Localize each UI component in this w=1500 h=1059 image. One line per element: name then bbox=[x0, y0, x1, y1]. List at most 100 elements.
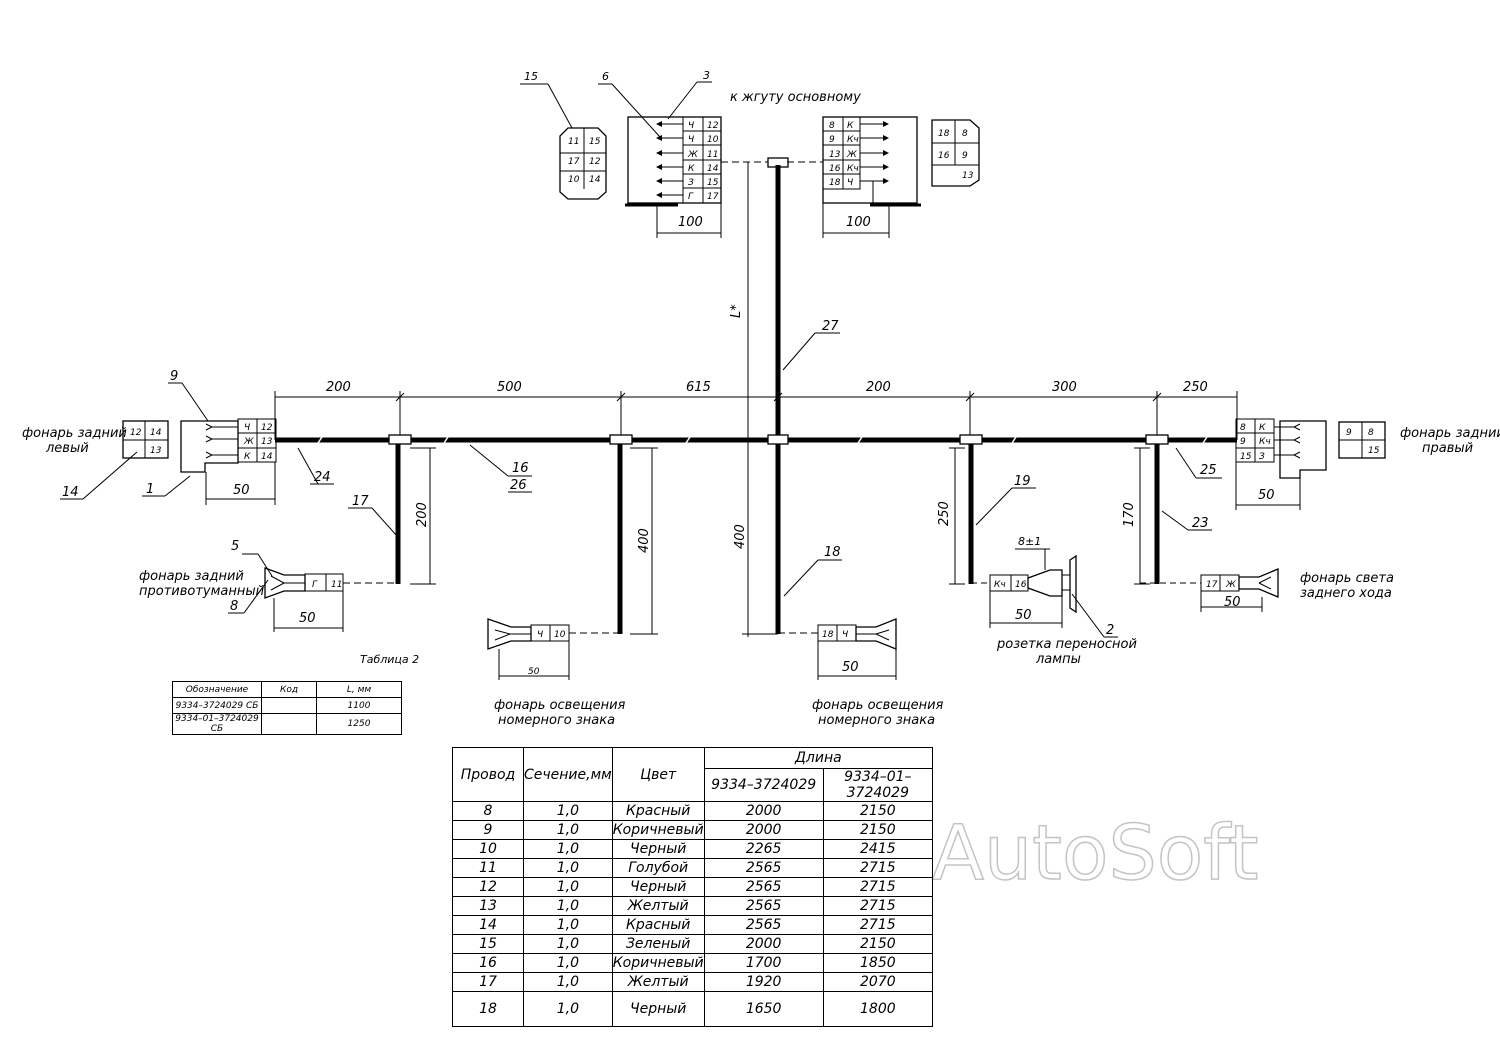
callout-3: 3 bbox=[703, 69, 710, 82]
svg-text:9: 9 bbox=[829, 135, 835, 145]
table-cell: 1,0 bbox=[523, 801, 613, 821]
svg-text:18: 18 bbox=[829, 178, 841, 188]
label-L: L* bbox=[729, 304, 744, 318]
dim-left-lamp: 50 bbox=[233, 483, 250, 498]
branch-dims: 200 400 400 250 170 bbox=[415, 501, 1137, 553]
svg-text:К: К bbox=[847, 121, 854, 131]
svg-text:8: 8 bbox=[1368, 428, 1374, 438]
svg-text:10: 10 bbox=[554, 630, 566, 640]
callout-6: 6 bbox=[602, 70, 609, 83]
svg-text:8: 8 bbox=[962, 129, 968, 139]
svg-text:500: 500 bbox=[497, 380, 522, 395]
svg-text:200: 200 bbox=[415, 502, 430, 527]
svg-text:14: 14 bbox=[707, 164, 719, 174]
svg-text:17: 17 bbox=[568, 157, 580, 167]
svg-text:Ч: Ч bbox=[842, 630, 848, 640]
left-lamp-label-1: фонарь задний bbox=[22, 426, 127, 441]
svg-text:14: 14 bbox=[589, 175, 601, 185]
table-cell: 1,0 bbox=[523, 934, 613, 954]
table-cell: 1800 bbox=[822, 991, 934, 1027]
svg-text:Г: Г bbox=[688, 192, 694, 202]
dim-plate-right: 50 bbox=[842, 660, 859, 675]
table-cell: Желтый bbox=[611, 896, 705, 916]
svg-text:13: 13 bbox=[261, 437, 273, 447]
table-cell: Коричневый bbox=[611, 953, 705, 973]
table-cell: Коричневый bbox=[611, 820, 705, 840]
header-color: Цвет bbox=[611, 747, 705, 802]
table-cell: 9334–01–3724029 СБ bbox=[172, 713, 262, 735]
svg-text:18: 18 bbox=[824, 545, 841, 560]
watermark: AutoSoft bbox=[932, 808, 1258, 897]
svg-text:170: 170 bbox=[1122, 502, 1137, 527]
table-cell: 1,0 bbox=[523, 896, 613, 916]
svg-text:10: 10 bbox=[568, 175, 580, 185]
svg-text:Ж: Ж bbox=[1225, 580, 1236, 590]
right-lamp-label-2: правый bbox=[1422, 441, 1473, 456]
callout-15: 15 bbox=[524, 70, 538, 83]
svg-text:615: 615 bbox=[686, 380, 711, 395]
socket-label-1: розетка переносной bbox=[996, 637, 1137, 652]
table-cell: 1,0 bbox=[523, 953, 613, 973]
table-row: 9334–01–3724029 СБ 1250 bbox=[172, 713, 402, 735]
svg-text:14: 14 bbox=[150, 428, 162, 438]
table-cell: 2150 bbox=[822, 820, 934, 840]
svg-text:15: 15 bbox=[707, 178, 719, 188]
header-wire: Провод bbox=[452, 747, 524, 802]
dim-right-lamp: 50 bbox=[1258, 488, 1275, 503]
svg-text:Г: Г bbox=[312, 580, 318, 590]
table-cell: 1100 bbox=[316, 697, 402, 714]
table-cell: 1850 bbox=[822, 953, 934, 973]
dim-fog: 50 bbox=[299, 611, 316, 626]
table-cell: 1,0 bbox=[523, 858, 613, 878]
table-cell: Зеленый bbox=[611, 934, 705, 954]
table-row: Провод Сечение,мм Цвет Длина bbox=[452, 747, 934, 802]
table-cell: 1250 bbox=[316, 713, 402, 735]
header-variant-2: 9334–01–3724029 bbox=[822, 768, 934, 802]
svg-text:400: 400 bbox=[637, 528, 652, 553]
table-cell: Черный bbox=[611, 991, 705, 1027]
table-cell: 1,0 bbox=[523, 839, 613, 859]
table-cell bbox=[261, 713, 317, 735]
table-cell: 1,0 bbox=[523, 820, 613, 840]
svg-text:250: 250 bbox=[1183, 380, 1208, 395]
svg-text:200: 200 bbox=[866, 380, 891, 395]
table-cell: 2265 bbox=[703, 839, 824, 859]
dim-plate-left: 50 bbox=[528, 667, 540, 677]
table-cell: 2565 bbox=[703, 915, 824, 935]
svg-text:300: 300 bbox=[1052, 380, 1077, 395]
table-cell: 2715 bbox=[822, 858, 934, 878]
svg-text:15: 15 bbox=[1368, 446, 1380, 456]
table-cell: Голубой bbox=[611, 858, 705, 878]
svg-text:К: К bbox=[244, 452, 251, 462]
svg-text:18: 18 bbox=[938, 129, 950, 139]
svg-text:400: 400 bbox=[733, 524, 748, 549]
svg-text:8: 8 bbox=[829, 121, 835, 131]
table-cell: 12 bbox=[452, 877, 524, 897]
dim-socket: 50 bbox=[1015, 608, 1032, 623]
svg-text:15: 15 bbox=[589, 137, 601, 147]
table-header: L, мм bbox=[316, 681, 402, 698]
variants-table: Обозначение Код L, мм 9334–3724029 СБ 11… bbox=[172, 681, 402, 735]
svg-text:Ж: Ж bbox=[687, 150, 698, 160]
table-header: Код bbox=[261, 681, 317, 698]
callout-5: 5 bbox=[231, 539, 239, 554]
wires-table: Провод Сечение,мм Цвет Длина 9334–372402… bbox=[452, 747, 934, 1027]
callout-8: 8 bbox=[230, 599, 238, 614]
svg-text:9: 9 bbox=[1346, 428, 1352, 438]
right-lamp-label-1: фонарь задний bbox=[1400, 426, 1500, 441]
svg-text:14: 14 bbox=[261, 452, 273, 462]
table-cell: 2715 bbox=[822, 877, 934, 897]
svg-text:15: 15 bbox=[1240, 452, 1252, 462]
table-cell: 14 bbox=[452, 915, 524, 935]
svg-text:12: 12 bbox=[130, 428, 142, 438]
table-cell: 13 bbox=[452, 896, 524, 916]
table-row: 9334–3724029 СБ 1100 bbox=[172, 697, 402, 714]
svg-text:11: 11 bbox=[707, 150, 718, 160]
table2-title: Таблица 2 bbox=[360, 653, 419, 666]
